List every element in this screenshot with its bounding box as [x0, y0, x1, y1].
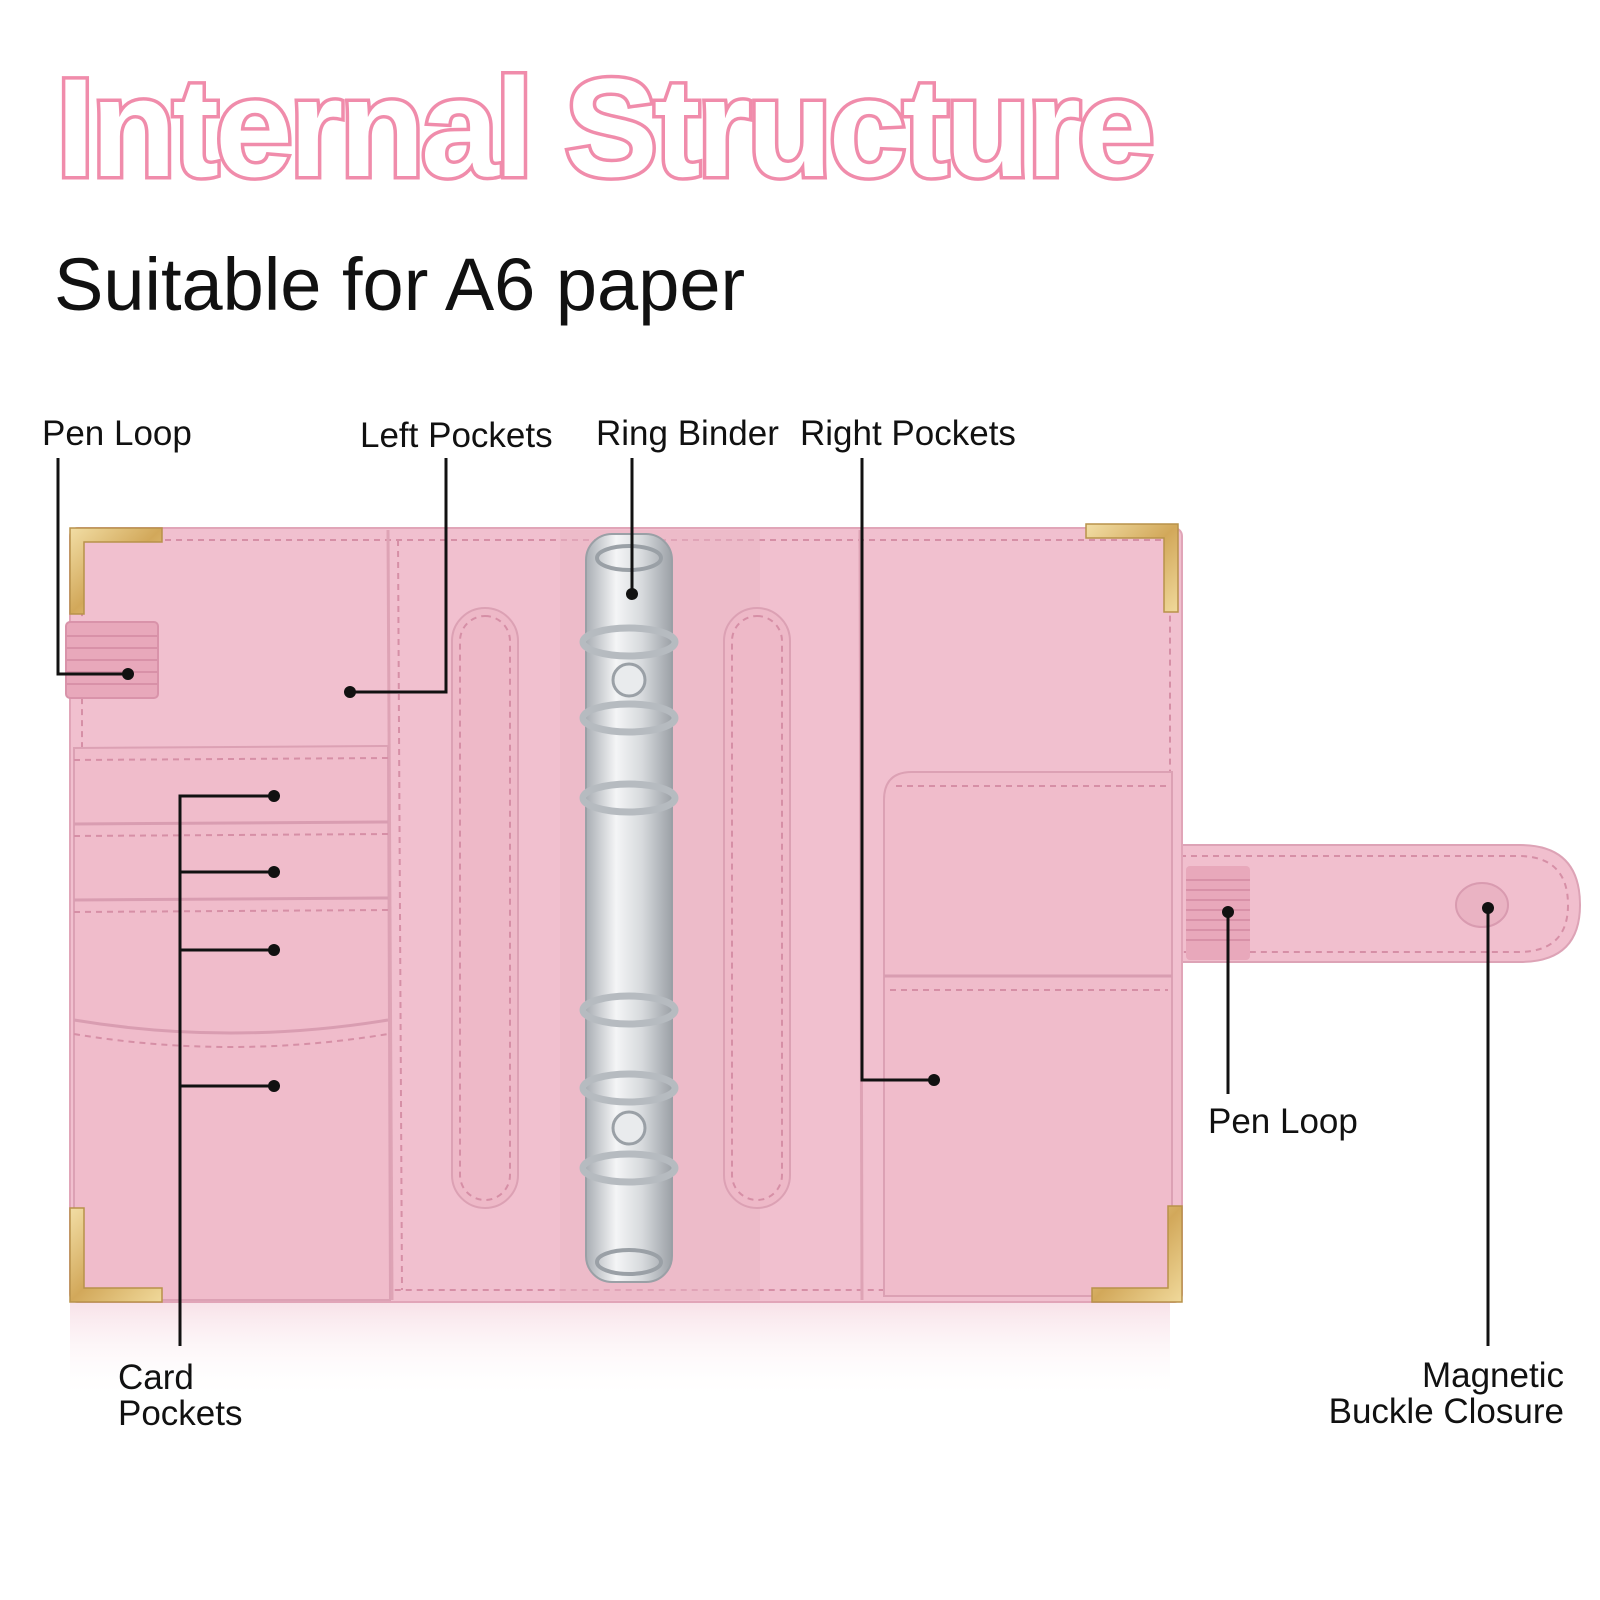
leader-dot [1222, 906, 1234, 918]
inner-pen-slots [451, 607, 791, 1209]
binder-reflection [70, 1290, 1170, 1400]
ring-binder-mechanism [579, 533, 679, 1283]
binder-ring [579, 624, 679, 660]
leader-right-pockets [860, 458, 934, 1082]
binder-ring [579, 700, 679, 736]
label-card-pockets-line2: Pockets [118, 1393, 243, 1433]
leader-dot [268, 866, 280, 878]
label-magnetic-closure-line2: Buckle Closure [1328, 1391, 1564, 1431]
label-pen-loop-right: Pen Loop [1208, 1102, 1358, 1141]
label-card-pockets: Card Pockets [118, 1360, 243, 1431]
label-magnetic-closure: Magnetic Buckle Closure [1329, 1358, 1564, 1429]
left-pen-loop-band [65, 621, 159, 699]
page-title: Internal Structure [53, 49, 1159, 206]
magnetic-snap [1455, 882, 1509, 928]
leader-dot [268, 790, 280, 802]
leader-dot [122, 668, 134, 680]
leader-dot [344, 686, 356, 698]
leader-pen-loop-left [56, 458, 128, 676]
label-pen-loop-left: Pen Loop [42, 414, 192, 453]
binder-ring [579, 780, 679, 816]
leader-dot [626, 588, 638, 600]
label-card-pockets-line1: Card [118, 1358, 194, 1397]
binder-ring [579, 992, 679, 1028]
label-magnetic-closure-line1: Magnetic [1421, 1356, 1564, 1395]
leader-dot [1482, 902, 1494, 914]
leader-dot [928, 1074, 940, 1086]
binder-ring [579, 1070, 679, 1106]
label-right-pockets: Right Pockets [800, 414, 1016, 453]
right-pockets [883, 771, 1173, 1297]
card-pockets [73, 744, 392, 1301]
leader-left-pockets [350, 458, 448, 694]
label-ring-binder: Ring Binder [596, 414, 779, 453]
page-subtitle: Suitable for A6 paper [54, 243, 746, 326]
label-left-pockets: Left Pockets [360, 416, 553, 455]
leader-card-pockets [178, 794, 274, 1346]
leader-dot [268, 944, 280, 956]
gold-corners [69, 523, 1183, 1303]
closure-strap [1149, 844, 1582, 963]
binder-ring [579, 1150, 679, 1186]
leader-dot [268, 1080, 280, 1092]
